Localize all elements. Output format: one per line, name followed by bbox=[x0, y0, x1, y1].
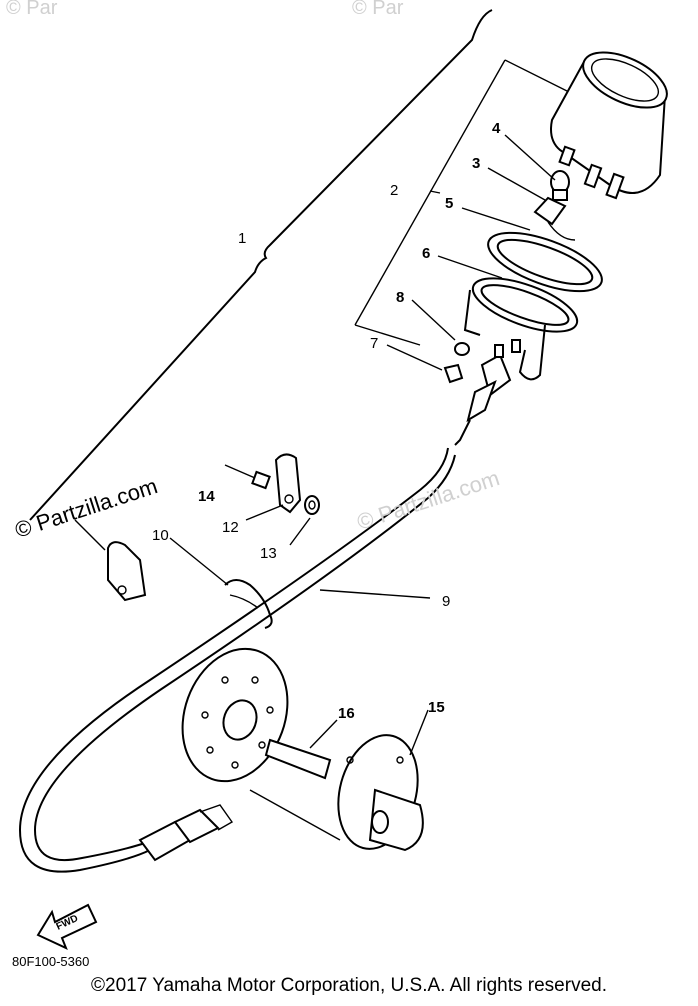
callout-3: 3 bbox=[472, 155, 480, 172]
clip-part-10 bbox=[224, 579, 273, 629]
fwd-arrow-icon: FWD bbox=[36, 903, 98, 950]
clamp-left bbox=[74, 519, 147, 602]
cable-upper-end bbox=[454, 339, 521, 446]
speedometer-cable bbox=[18, 447, 456, 873]
callout-5: 5 bbox=[445, 195, 453, 212]
washer-part-13 bbox=[304, 495, 320, 515]
meter-bracket bbox=[463, 289, 546, 381]
leader-lines bbox=[169, 134, 556, 756]
clamp-part-12 bbox=[274, 453, 302, 514]
bulb-socket bbox=[533, 196, 576, 241]
callout-8: 8 bbox=[396, 289, 404, 306]
cable-lower-end bbox=[138, 804, 234, 862]
callout-10: 10 bbox=[152, 527, 169, 544]
copyright-notice: ©2017 Yamaha Motor Corporation, U.S.A. A… bbox=[91, 975, 607, 996]
washer-part-8 bbox=[454, 342, 470, 356]
callout-6: 6 bbox=[422, 245, 430, 262]
nut-part-7 bbox=[443, 363, 464, 384]
bolt-part-14 bbox=[224, 464, 271, 490]
callout-9: 9 bbox=[442, 593, 450, 610]
callout-2: 2 bbox=[390, 182, 398, 199]
watermark-secondary: © Partzilla.com bbox=[354, 465, 503, 535]
callout-7: 7 bbox=[370, 335, 378, 352]
speedometer-meter bbox=[550, 51, 668, 200]
hub-disc bbox=[181, 647, 341, 841]
callout-16: 16 bbox=[338, 705, 355, 722]
drive-shaft-part-16 bbox=[264, 738, 332, 780]
diagram-code: 80F100-5360 bbox=[12, 954, 89, 969]
gear-housing-part-15 bbox=[337, 734, 424, 852]
callout-15: 15 bbox=[428, 699, 445, 716]
callout-14: 14 bbox=[198, 488, 215, 505]
watermark-corner-left: © Par bbox=[6, 0, 58, 19]
callout-1: 1 bbox=[238, 230, 246, 247]
callout-12: 12 bbox=[222, 519, 239, 536]
watermark-corner-right: © Par bbox=[352, 0, 404, 19]
callout-13: 13 bbox=[260, 545, 277, 562]
bulb bbox=[550, 170, 570, 201]
meter-rings bbox=[471, 231, 603, 333]
watermark-main: © Partzilla.com bbox=[12, 473, 161, 543]
callout-4: 4 bbox=[492, 120, 501, 137]
bracket-part-2 bbox=[354, 59, 576, 346]
bracket-part-1 bbox=[29, 9, 493, 521]
